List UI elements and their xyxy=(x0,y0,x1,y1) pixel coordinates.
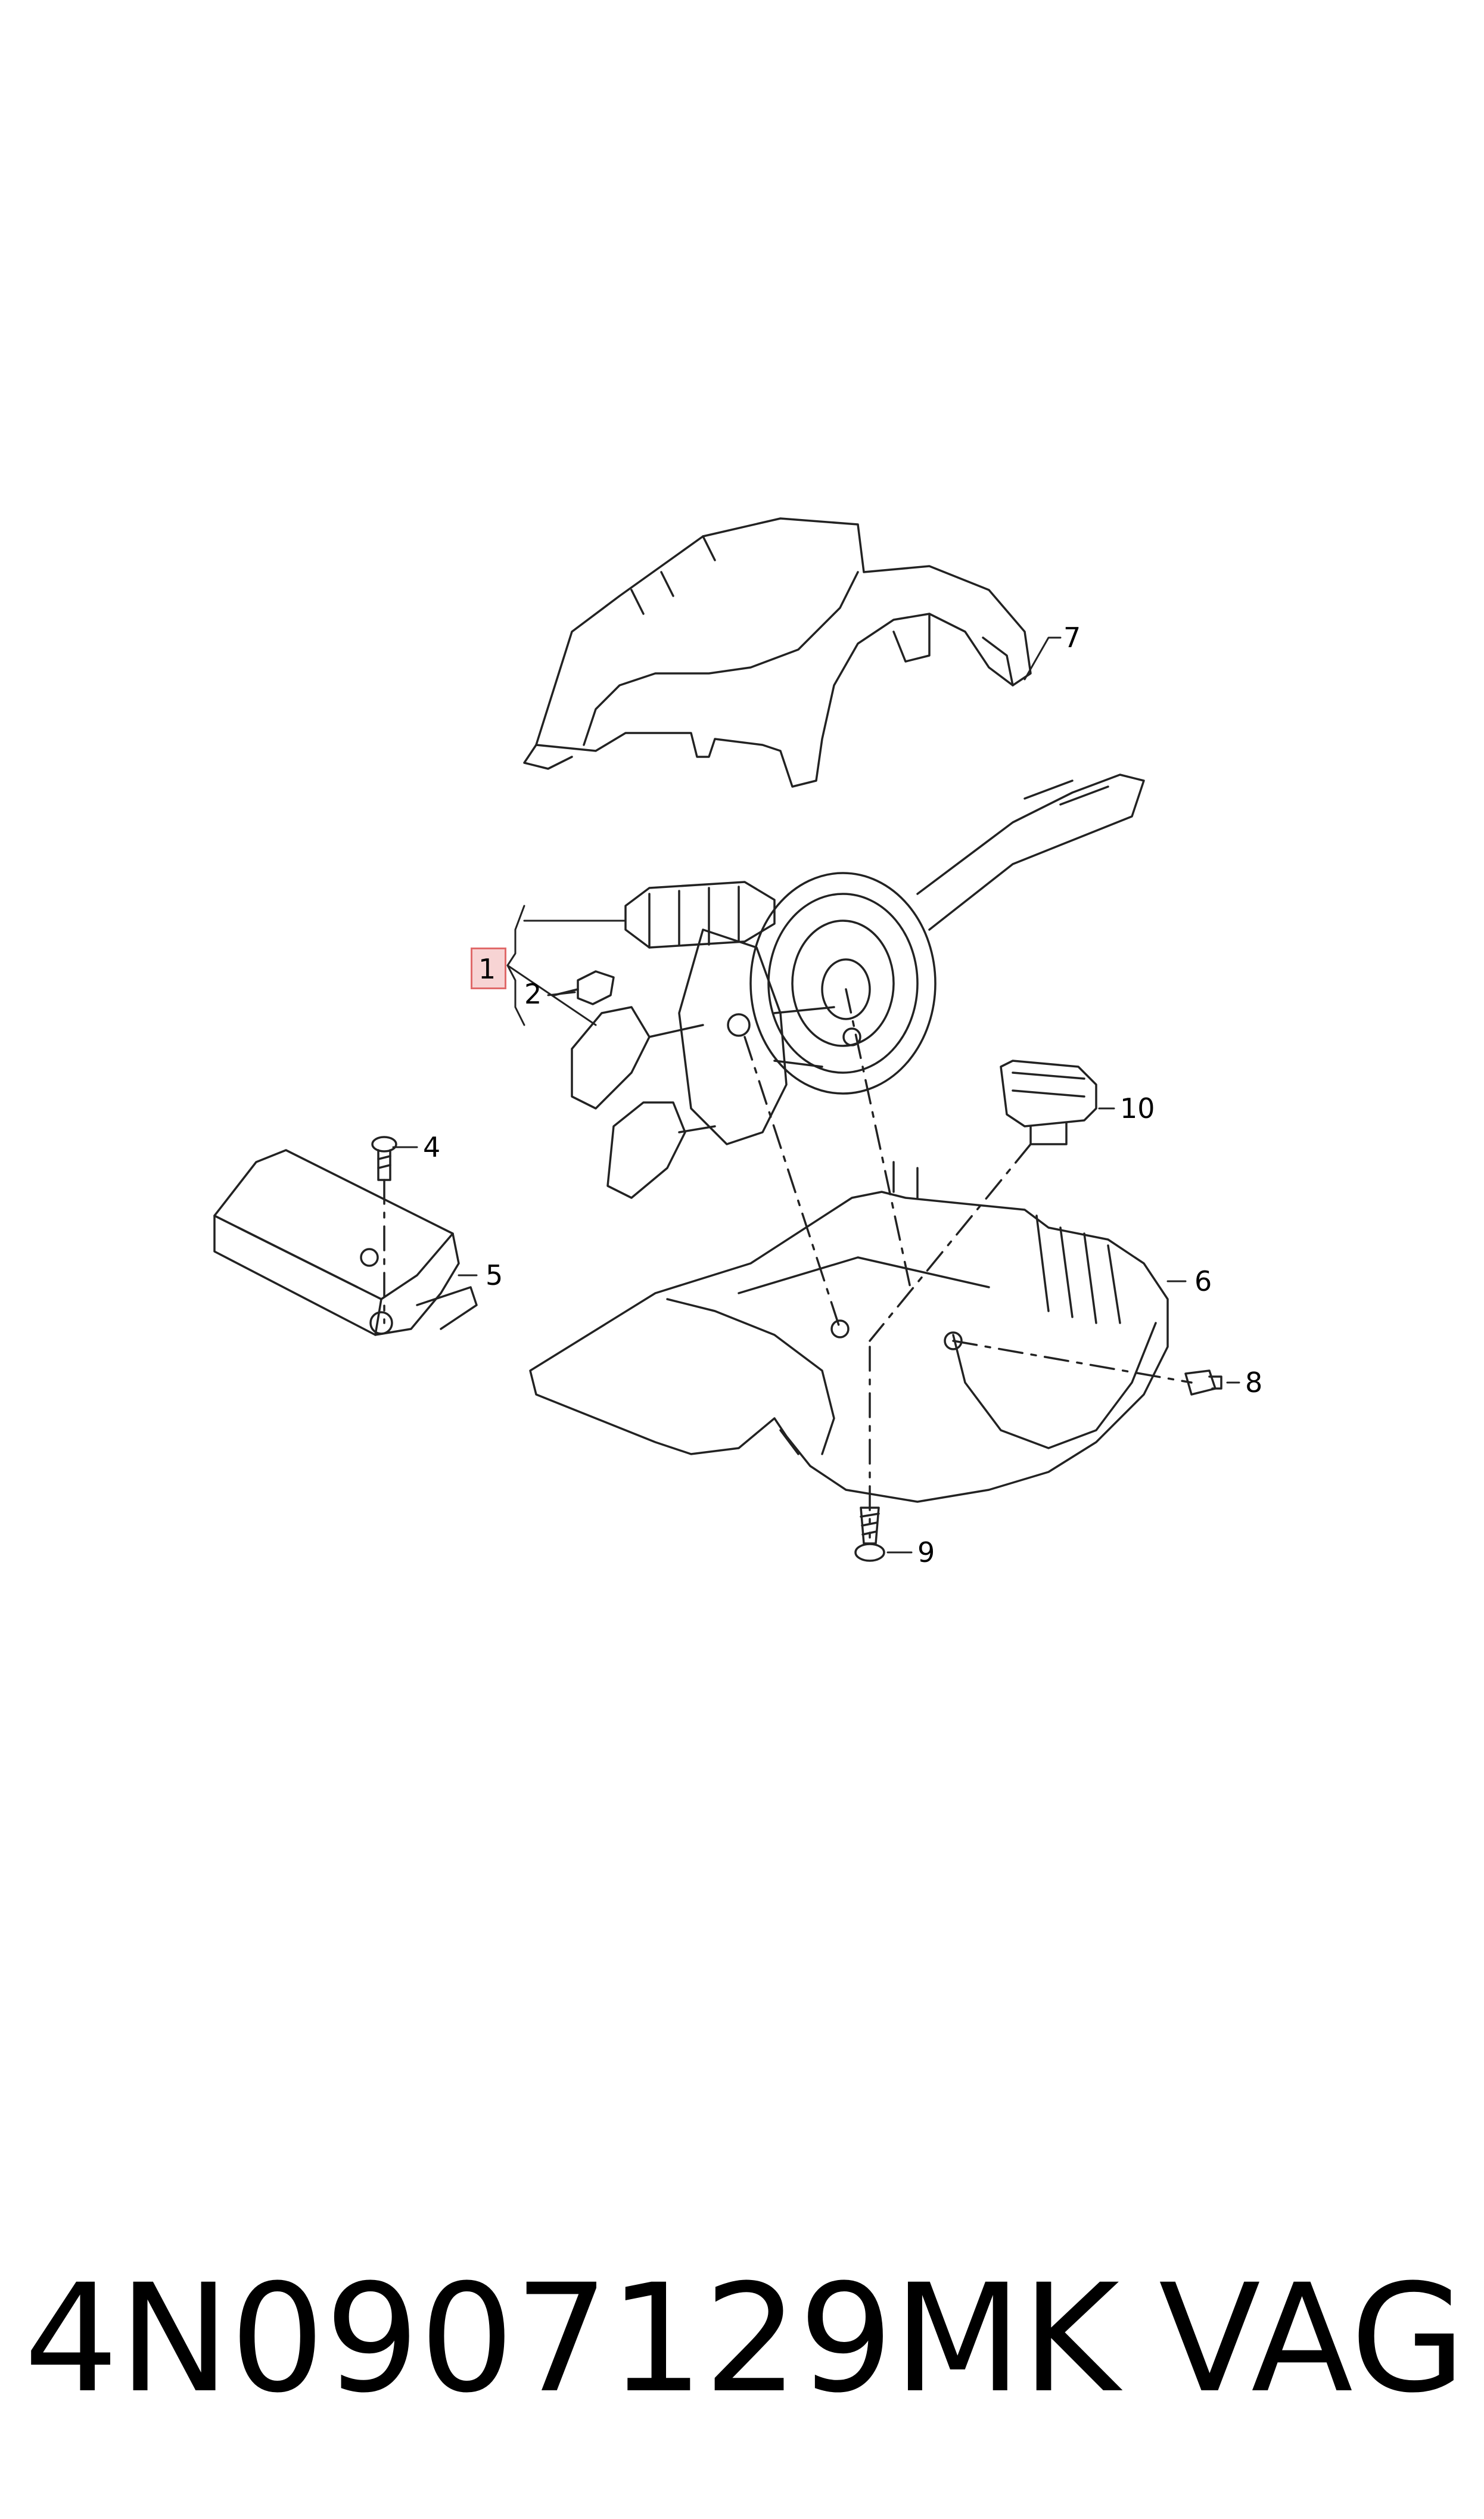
screw-9 xyxy=(854,1507,885,1562)
brand-name: VAG xyxy=(1159,2252,1466,2425)
lower-column-trim xyxy=(529,1161,1169,1503)
screw-4 xyxy=(371,1136,397,1324)
callout-leader-lines xyxy=(392,636,1240,1554)
callout-label-2: 2 xyxy=(524,978,542,1010)
control-module xyxy=(213,1149,478,1336)
callout-label-1: 1 xyxy=(478,953,496,985)
callout-label-4: 4 xyxy=(423,1131,441,1163)
combination-switch-assembly xyxy=(571,774,1145,1199)
callout-label-8: 8 xyxy=(1245,1366,1263,1399)
switch-module xyxy=(869,1060,1097,1342)
callout-label-6: 6 xyxy=(1194,1265,1212,1297)
clip-part xyxy=(553,970,615,1005)
screw-8 xyxy=(1184,1369,1222,1396)
callout-label-7: 7 xyxy=(1063,622,1081,654)
highlighted-callout-box xyxy=(471,948,506,989)
part-number: 4N0907129MK xyxy=(24,2252,1120,2425)
upper-column-trim xyxy=(523,517,1032,788)
assembly-center-lines xyxy=(743,988,1193,1539)
callout-label-9: 9 xyxy=(917,1536,935,1568)
callout-label-10: 10 xyxy=(1120,1092,1155,1125)
callout-label-5: 5 xyxy=(486,1259,503,1291)
footer: 4N0907129MK VAG xyxy=(24,2265,1466,2419)
